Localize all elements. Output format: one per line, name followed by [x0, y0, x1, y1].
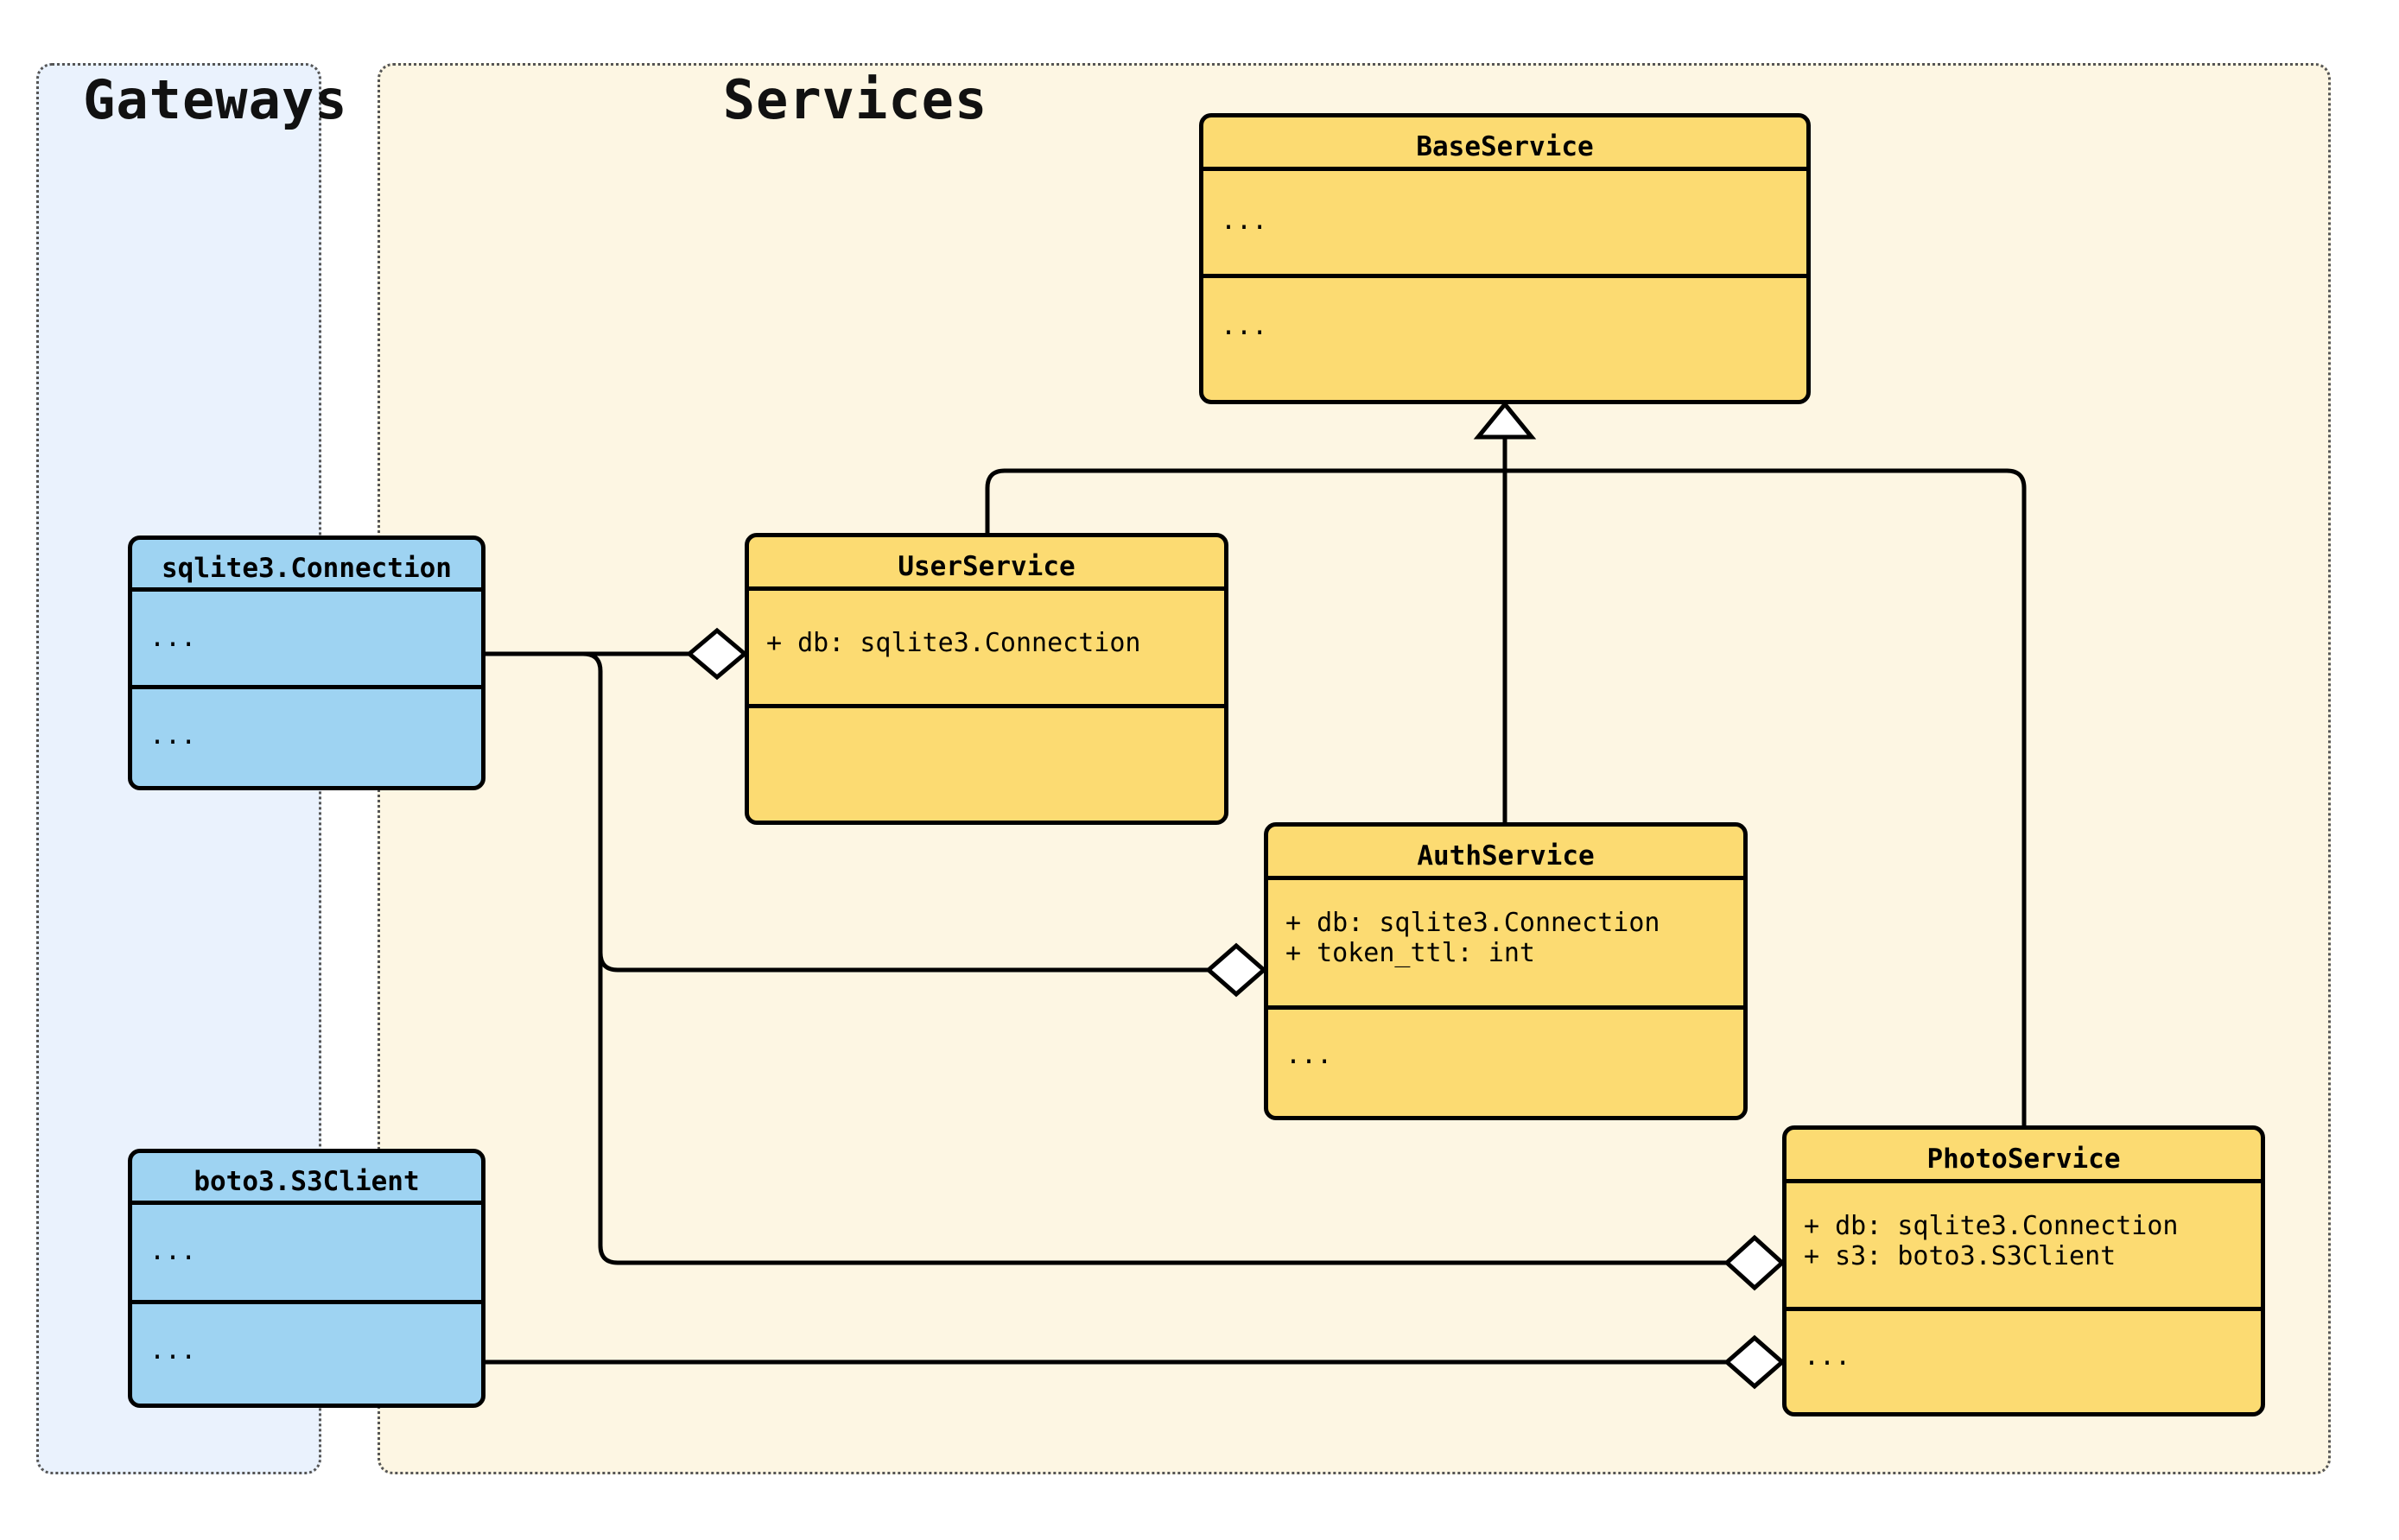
- class-box-sqlite3-connection[interactable]: sqlite3.Connection ... ...: [128, 536, 486, 790]
- class-methods-sqlite3-connection: ...: [132, 685, 481, 786]
- attribute-item: + s3: boto3.S3Client: [1804, 1241, 2117, 1271]
- class-header-boto3-s3client: boto3.S3Client: [132, 1153, 481, 1201]
- attribute-item: ...: [1221, 206, 1268, 236]
- class-box-authservice[interactable]: AuthService + db: sqlite3.Connection + t…: [1264, 822, 1748, 1120]
- class-attributes-userservice: + db: sqlite3.Connection: [749, 586, 1224, 704]
- class-name-boto3-s3client: boto3.S3Client: [194, 1166, 420, 1197]
- class-name-authservice: AuthService: [1417, 840, 1595, 871]
- class-header-userservice: UserService: [749, 537, 1224, 586]
- class-header-authservice: AuthService: [1268, 827, 1743, 876]
- method-item: ...: [149, 1335, 197, 1366]
- class-attributes-sqlite3-connection: ...: [132, 587, 481, 685]
- package-gateways-title: Gateways: [83, 68, 348, 131]
- class-attributes-boto3-s3client: ...: [132, 1201, 481, 1300]
- attribute-item: ...: [149, 623, 197, 653]
- class-box-boto3-s3client[interactable]: boto3.S3Client ... ...: [128, 1149, 486, 1408]
- method-item: ...: [1804, 1341, 1851, 1372]
- class-name-baseservice: BaseService: [1416, 131, 1594, 162]
- class-name-photoservice: PhotoService: [1926, 1144, 2121, 1175]
- class-methods-photoservice: ...: [1787, 1307, 2261, 1412]
- attribute-item: ...: [149, 1236, 197, 1266]
- class-name-sqlite3-connection: sqlite3.Connection: [162, 553, 452, 584]
- class-header-sqlite3-connection: sqlite3.Connection: [132, 540, 481, 587]
- class-box-userservice[interactable]: UserService + db: sqlite3.Connection: [745, 533, 1228, 825]
- attribute-item: + token_ttl: int: [1285, 938, 1535, 968]
- class-attributes-photoservice: + db: sqlite3.Connection + s3: boto3.S3C…: [1787, 1179, 2261, 1307]
- class-methods-boto3-s3client: ...: [132, 1300, 481, 1404]
- class-box-photoservice[interactable]: PhotoService + db: sqlite3.Connection + …: [1782, 1125, 2265, 1416]
- class-header-photoservice: PhotoService: [1787, 1130, 2261, 1179]
- attribute-item: + db: sqlite3.Connection: [1285, 908, 1660, 938]
- class-methods-userservice: [749, 704, 1224, 821]
- package-services-title: Services: [722, 68, 988, 131]
- class-attributes-authservice: + db: sqlite3.Connection + token_ttl: in…: [1268, 876, 1743, 1005]
- method-item: ...: [1285, 1040, 1333, 1070]
- method-item: ...: [149, 720, 197, 751]
- method-item: ...: [1221, 311, 1268, 341]
- class-header-baseservice: BaseService: [1203, 117, 1806, 167]
- attribute-item: + db: sqlite3.Connection: [1804, 1211, 2179, 1241]
- class-attributes-baseservice: ...: [1203, 167, 1806, 274]
- attribute-item: + db: sqlite3.Connection: [766, 628, 1141, 658]
- class-name-userservice: UserService: [898, 551, 1076, 582]
- class-methods-authservice: ...: [1268, 1005, 1743, 1116]
- class-methods-baseservice: ...: [1203, 274, 1806, 400]
- class-box-baseservice[interactable]: BaseService ... ...: [1199, 113, 1811, 404]
